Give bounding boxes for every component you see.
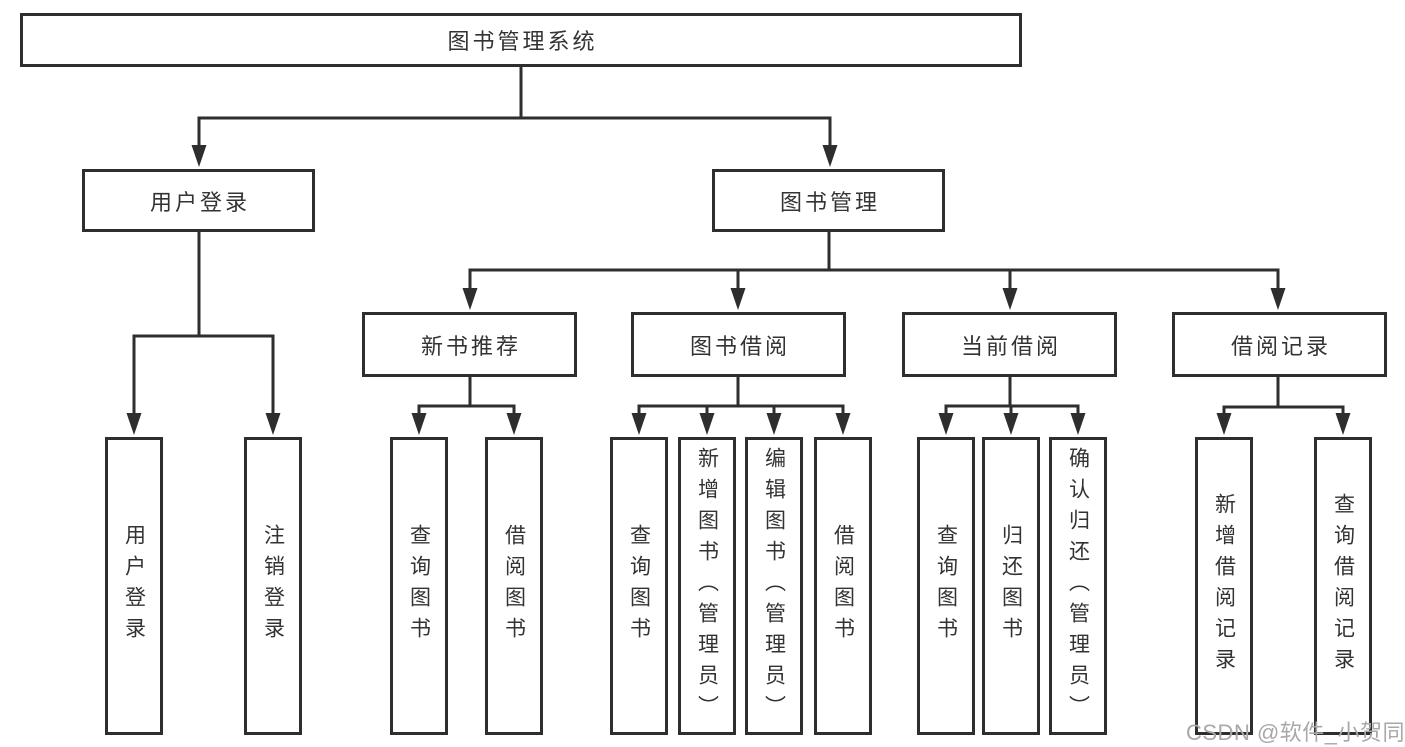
node-label: 查询借阅记录 — [1331, 493, 1355, 679]
node-user-login: 用户登录 — [82, 169, 315, 232]
node-label: 新增借阅记录 — [1212, 493, 1236, 679]
node-book-borrowing: 图书借阅 — [631, 312, 846, 377]
leaf-query-books-3: 查询图书 — [917, 437, 975, 735]
node-label: 用户登录 — [122, 524, 146, 648]
arrowheads — [126, 145, 1351, 435]
node-label: 编辑图书（管理员） — [762, 446, 786, 726]
node-label: 查询图书 — [627, 524, 651, 648]
node-label: 归还图书 — [999, 524, 1023, 648]
node-label: 确认归还（管理员） — [1066, 446, 1090, 726]
leaf-confirm-return-admin: 确认归还（管理员） — [1049, 437, 1107, 735]
node-system-root: 图书管理系统 — [20, 13, 1022, 67]
node-label: 当前借阅 — [960, 333, 1061, 359]
connector-lines — [132, 65, 1345, 416]
leaf-query-books-2: 查询图书 — [610, 437, 668, 735]
leaf-borrow-books-1: 借阅图书 — [485, 437, 543, 735]
leaf-borrow-books-2: 借阅图书 — [814, 437, 872, 735]
node-label: 借阅图书 — [502, 524, 526, 648]
node-new-book-recommend: 新书推荐 — [362, 312, 577, 377]
node-label: 查询图书 — [934, 524, 958, 648]
leaf-query-borrow-record: 查询借阅记录 — [1314, 437, 1372, 735]
node-label: 新书推荐 — [420, 333, 521, 359]
leaf-return-books: 归还图书 — [982, 437, 1040, 735]
node-label: 图书借阅 — [689, 333, 790, 359]
node-label: 注销登录 — [261, 524, 285, 648]
csdn-watermark: CSDN @软件_小贺同学 — [1186, 720, 1405, 745]
node-label: 用户登录 — [149, 189, 250, 215]
node-borrowing-records: 借阅记录 — [1172, 312, 1387, 377]
leaf-add-borrow-record: 新增借阅记录 — [1195, 437, 1253, 735]
node-current-borrowing: 当前借阅 — [902, 312, 1117, 377]
leaf-query-books-1: 查询图书 — [390, 437, 448, 735]
node-label: 图书管理系统 — [447, 29, 598, 54]
leaf-edit-books-admin: 编辑图书（管理员） — [745, 437, 803, 735]
node-label: 查询图书 — [407, 524, 431, 648]
node-label: 图书管理 — [779, 189, 880, 215]
node-label: 借阅图书 — [831, 524, 855, 648]
node-label: 新增图书（管理员） — [695, 446, 719, 726]
node-book-management: 图书管理 — [712, 169, 945, 232]
node-label: 借阅记录 — [1230, 333, 1331, 359]
leaf-add-books-admin: 新增图书（管理员） — [678, 437, 736, 735]
leaf-user-login: 用户登录 — [105, 437, 163, 735]
leaf-logout: 注销登录 — [244, 437, 302, 735]
